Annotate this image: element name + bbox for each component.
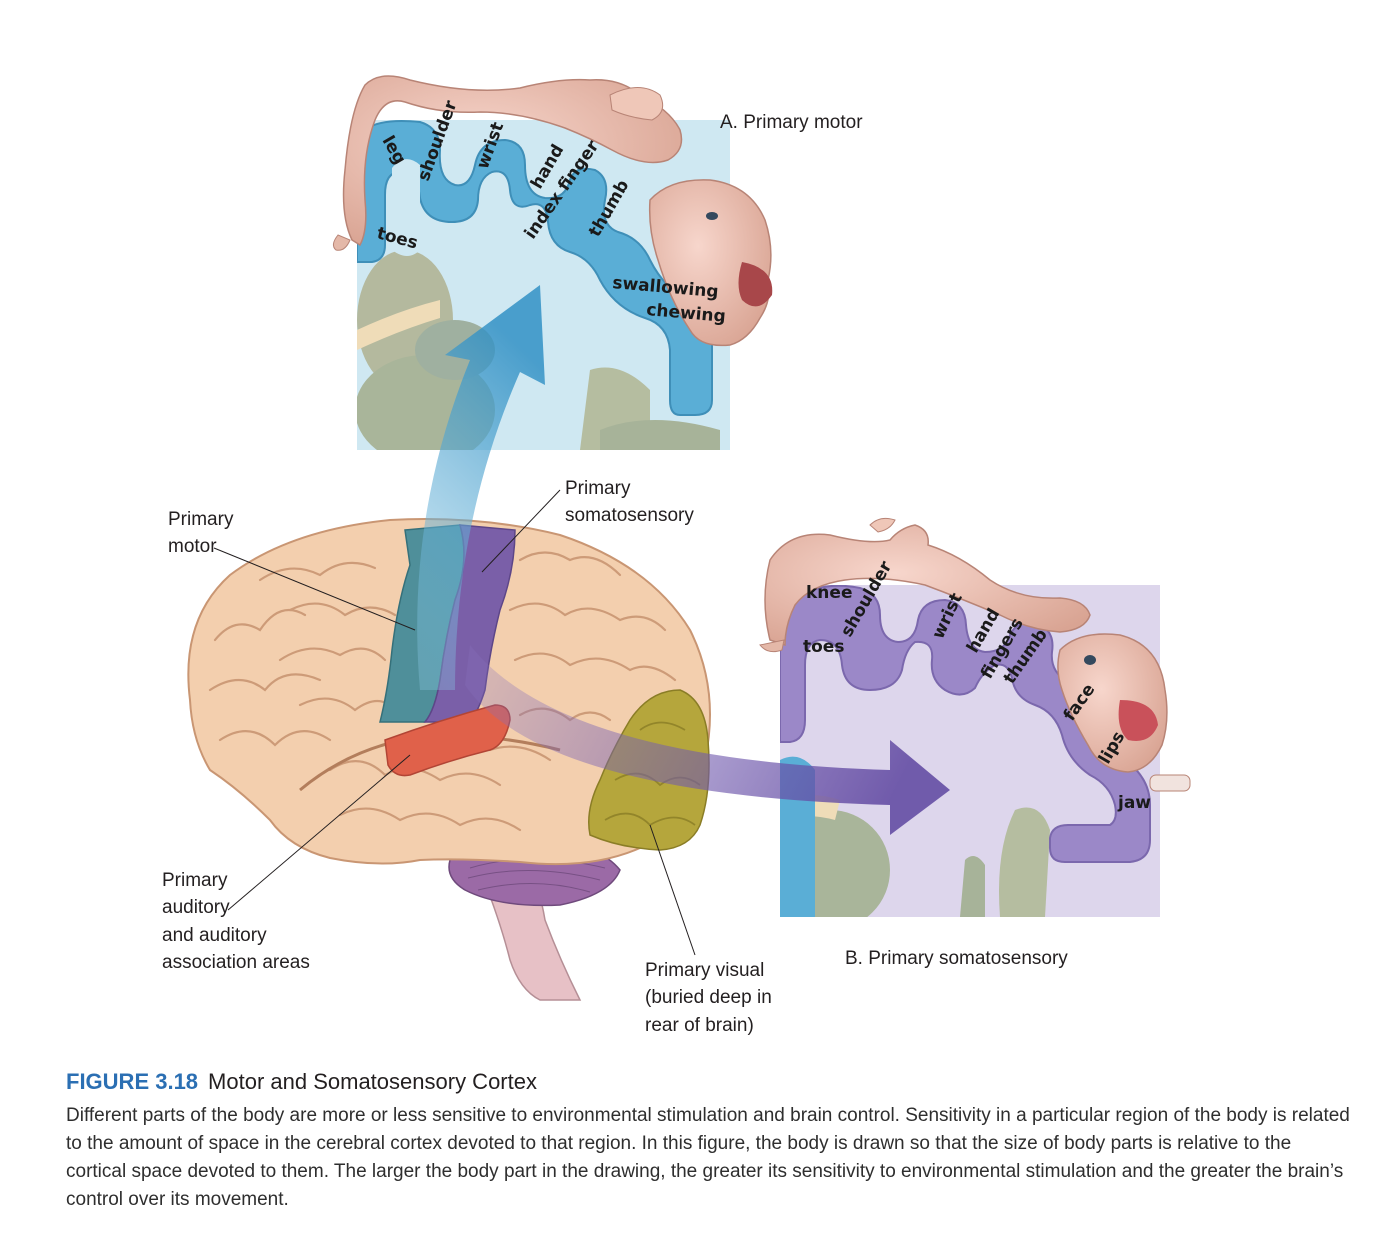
callout-primary-visual-line1: Primary visual [645, 960, 764, 981]
panel-b-title: B. Primary somatosensory [845, 948, 1068, 969]
svg-text:Primary auditory a: Primary auditory and auditory associatio… [162, 870, 310, 973]
panel-a-title: A. Primary motor [720, 112, 863, 133]
callout-primary-motor: Primary motor [168, 509, 416, 631]
somatosensory-arrow [465, 645, 950, 835]
callout-primary-auditory-line1: Primary [162, 870, 228, 891]
callout-primary-motor-line1: Primary [168, 509, 234, 530]
motor-homunculus-head [648, 179, 773, 347]
svg-text:Primary visual (buried d: Primary visual (buried deep in rear of b… [645, 960, 777, 1036]
callout-primary-visual: Primary visual (buried deep in rear of b… [645, 824, 777, 1036]
svg-text:Primary motor: Primary motor [168, 509, 239, 557]
sensory-label-jaw: jaw [1117, 793, 1151, 813]
callout-primary-auditory: Primary auditory and auditory associatio… [162, 754, 411, 973]
primary-auditory-area [384, 704, 511, 777]
sensory-label-knee: knee [806, 583, 852, 603]
callout-primary-visual-line2: (buried deep in [645, 987, 772, 1008]
callout-primary-auditory-line2: auditory [162, 897, 230, 918]
sensory-label-toes: toes [803, 637, 844, 657]
sensory-homunculus-head [1057, 633, 1191, 792]
callout-primary-somatosensory: Primary somatosensory [481, 478, 694, 573]
motor-cortex-panel: leg shoulder wrist hand index finger thu… [332, 75, 863, 450]
callout-primary-somatosensory-line2: somatosensory [565, 505, 694, 526]
figure-title: Motor and Somatosensory Cortex [208, 1069, 537, 1094]
callout-primary-somatosensory-line1: Primary [565, 478, 631, 499]
caption-title-line: FIGURE 3.18 Motor and Somatosensory Corte… [66, 1066, 1356, 1098]
svg-text:Primary somatosensory: Primary somatosensory [565, 478, 694, 526]
sensory-homunculus-body [764, 524, 1091, 647]
caption-text: Different parts of the body are more or … [66, 1105, 1350, 1210]
callout-primary-auditory-line4: association areas [162, 952, 310, 973]
callout-primary-auditory-line3: and auditory [162, 925, 267, 946]
motor-somatosensory-figure: leg shoulder wrist hand index finger thu… [162, 75, 1191, 1036]
figure-number: FIGURE 3.18 [66, 1069, 199, 1094]
callout-primary-motor-line2: motor [168, 536, 217, 557]
callout-primary-visual-line3: rear of brain) [645, 1015, 754, 1036]
figure-caption: FIGURE 3.18 Motor and Somatosensory Corte… [66, 1066, 1356, 1214]
motor-arrow [417, 285, 545, 690]
somatosensory-cortex-panel: knee shoulder wrist hand fingers thumb t… [759, 517, 1191, 969]
motor-homunculus-body [342, 75, 683, 247]
